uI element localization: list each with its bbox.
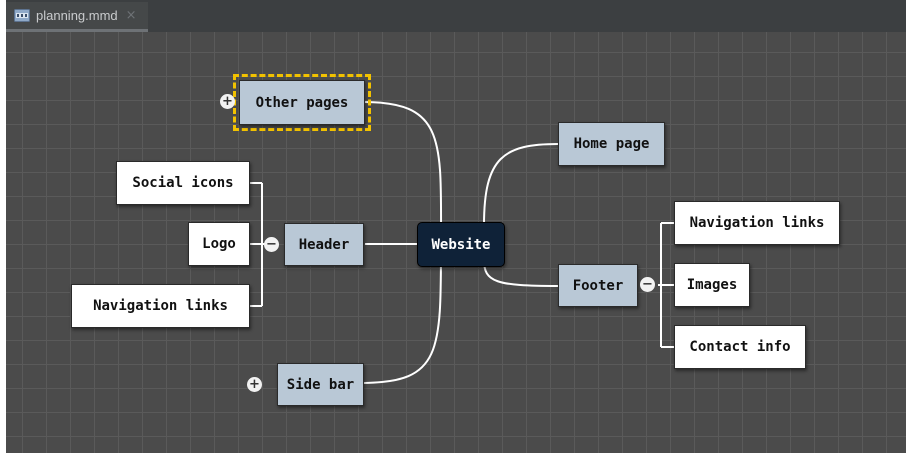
- node-logo[interactable]: Logo: [188, 222, 250, 266]
- expand-side-bar-toggle[interactable]: +: [247, 377, 262, 392]
- edge-root-side-bar: [363, 243, 442, 384]
- collapse-footer-toggle[interactable]: −: [640, 277, 655, 292]
- node-social-icons[interactable]: Social icons: [116, 161, 250, 205]
- edge-header-children: [250, 182, 269, 307]
- node-website[interactable]: Website: [417, 222, 505, 267]
- tab-planning-mmd[interactable]: planning.mmd ×: [6, 2, 148, 32]
- node-contact-info[interactable]: Contact info: [674, 325, 806, 369]
- edge-root-home-page: [483, 143, 559, 226]
- mindmap-canvas[interactable]: Other pages Home page Social icons Logo …: [6, 32, 906, 453]
- tab-bar: planning.mmd ×: [6, 0, 906, 32]
- edge-root-other-pages: [363, 101, 443, 245]
- mmd-file-icon: [14, 9, 30, 22]
- tab-label: planning.mmd: [36, 8, 118, 23]
- node-header[interactable]: Header: [284, 223, 364, 266]
- edge-footer-children: [658, 222, 674, 348]
- node-footer-navigation-links[interactable]: Navigation links: [674, 201, 840, 245]
- node-home-page[interactable]: Home page: [558, 122, 665, 166]
- node-other-pages[interactable]: Other pages: [239, 80, 365, 125]
- expand-other-pages-toggle[interactable]: +: [220, 94, 235, 109]
- mindmap-edges: [250, 101, 674, 384]
- node-header-navigation-links[interactable]: Navigation links: [71, 284, 250, 328]
- editor-window: planning.mmd × Other pages Home page Soc…: [6, 0, 906, 453]
- close-icon[interactable]: ×: [125, 8, 137, 23]
- node-images[interactable]: Images: [674, 263, 750, 307]
- node-side-bar[interactable]: Side bar: [277, 363, 364, 406]
- collapse-header-toggle[interactable]: −: [264, 237, 279, 252]
- node-footer[interactable]: Footer: [558, 264, 638, 307]
